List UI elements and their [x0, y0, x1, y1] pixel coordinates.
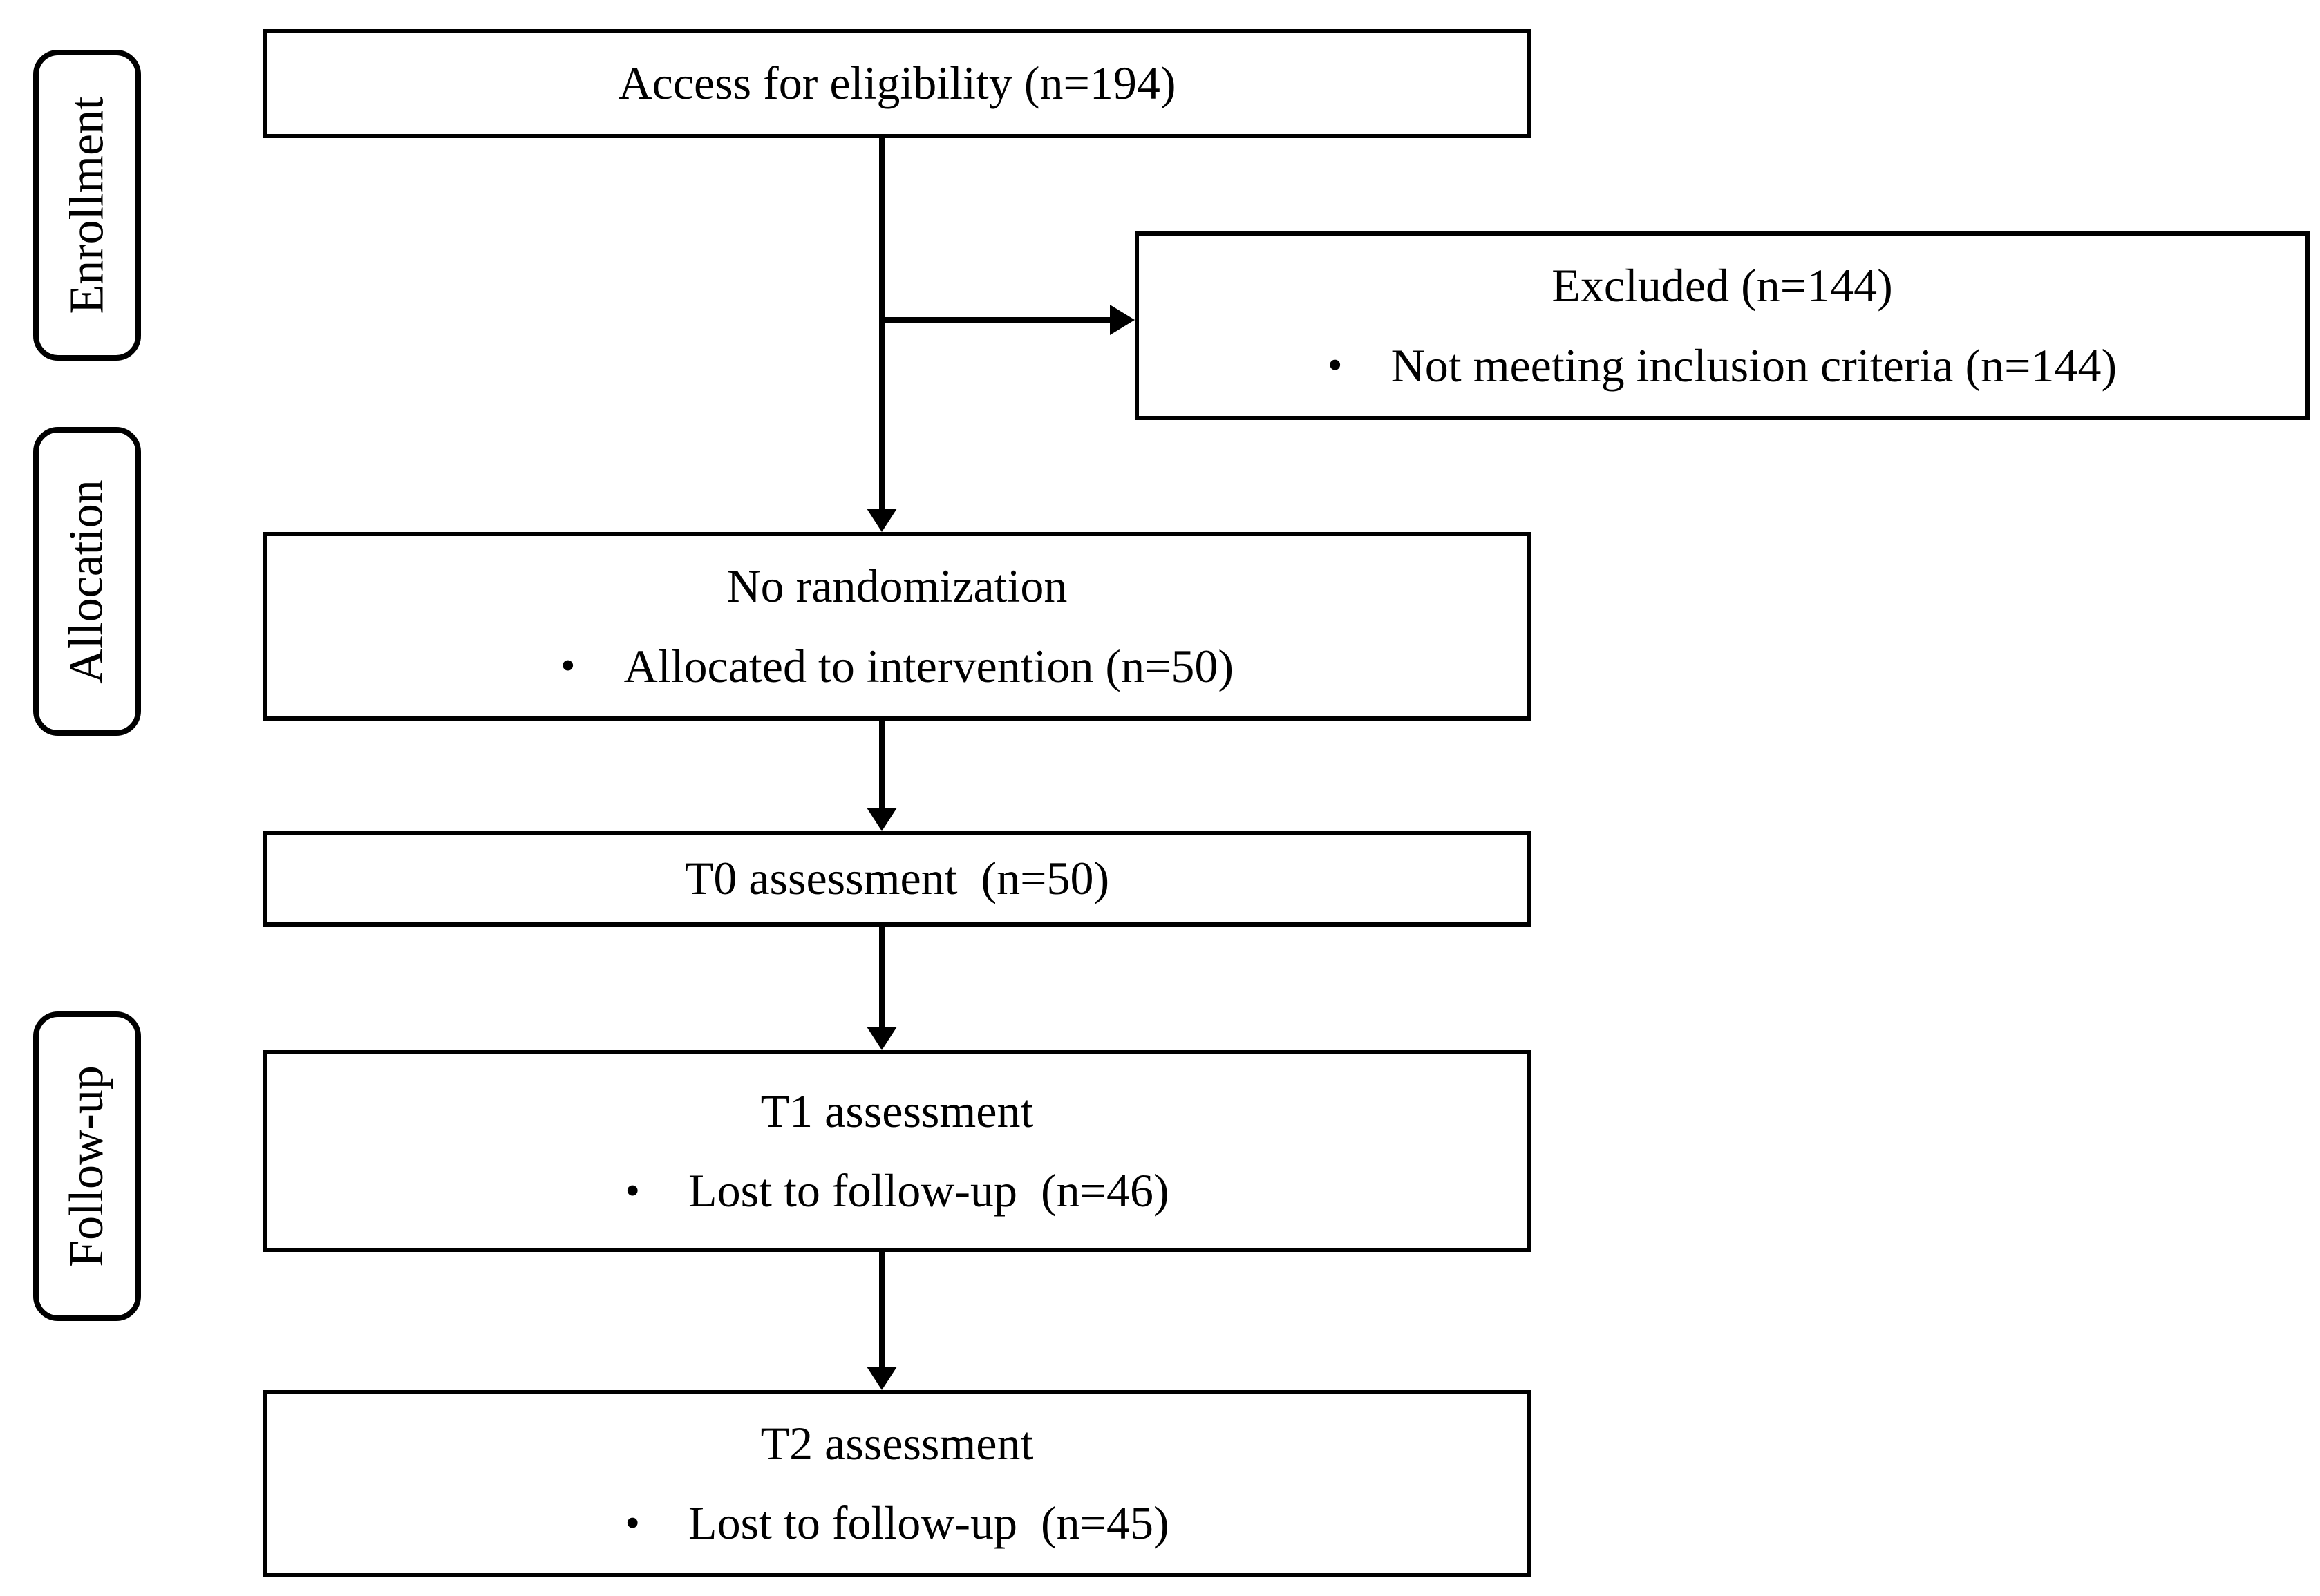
arrow-eligibility-to-allocation-head — [867, 509, 897, 532]
arrow-t1-to-t2-head — [867, 1367, 897, 1390]
box-t1-assessment-item-text: Lost to follow-up (n=46) — [688, 1164, 1169, 1217]
box-t1-assessment-title: T1 assessment — [760, 1084, 1034, 1137]
stage-label-followup: Follow-up — [33, 1011, 141, 1321]
arrow-branch-to-excluded-head — [1110, 305, 1135, 335]
box-eligibility: Access for eligibility (n=194) — [263, 29, 1531, 138]
box-t2-assessment-title: T2 assessment — [760, 1416, 1034, 1470]
box-t0-assessment-title: T0 assessment (n=50) — [684, 852, 1110, 905]
stage-label-enrollment: Enrollment — [33, 50, 141, 361]
arrow-allocation-to-t0-line — [879, 721, 885, 809]
arrow-t1-to-t2-line — [879, 1252, 885, 1368]
box-t2-assessment: T2 assessment • Lost to follow-up (n=45) — [263, 1390, 1531, 1577]
box-t1-assessment-item: • Lost to follow-up (n=46) — [625, 1164, 1169, 1217]
arrow-t0-to-t1-line — [879, 927, 885, 1028]
bullet-dot-icon: • — [625, 1167, 641, 1215]
box-t1-assessment: T1 assessment • Lost to follow-up (n=46) — [263, 1050, 1531, 1252]
box-no-randomization: No randomization • Allocated to interven… — [263, 532, 1531, 721]
box-no-randomization-item-text: Allocated to intervention (n=50) — [623, 639, 1234, 692]
bullet-dot-icon: • — [560, 643, 576, 690]
stage-label-allocation-text: Allocation — [60, 479, 114, 684]
box-no-randomization-item: • Allocated to intervention (n=50) — [560, 639, 1234, 692]
box-excluded-item: • Not meeting inclusion criteria (n=144) — [1327, 339, 2118, 392]
box-no-randomization-title: No randomization — [726, 560, 1068, 613]
box-t2-assessment-item-text: Lost to follow-up (n=45) — [688, 1497, 1169, 1549]
arrow-eligibility-to-allocation-line — [879, 138, 885, 510]
arrow-allocation-to-t0-head — [867, 808, 897, 831]
stage-label-enrollment-text: Enrollment — [60, 96, 113, 314]
arrow-branch-to-excluded-line — [882, 317, 1110, 323]
box-excluded-title: Excluded (n=144) — [1552, 259, 1893, 312]
bullet-dot-icon: • — [1327, 342, 1343, 390]
box-t0-assessment: T0 assessment (n=50) — [263, 831, 1531, 927]
bullet-dot-icon: • — [625, 1499, 641, 1547]
stage-label-followup-text: Follow-up — [60, 1065, 114, 1267]
stage-label-allocation: Allocation — [33, 427, 141, 736]
arrow-t0-to-t1-head — [867, 1027, 897, 1050]
box-excluded: Excluded (n=144) • Not meeting inclusion… — [1135, 231, 2310, 420]
box-excluded-item-text: Not meeting inclusion criteria (n=144) — [1390, 339, 2118, 392]
box-eligibility-title: Access for eligibility (n=194) — [618, 57, 1176, 110]
box-t2-assessment-item: • Lost to follow-up (n=45) — [625, 1497, 1169, 1549]
